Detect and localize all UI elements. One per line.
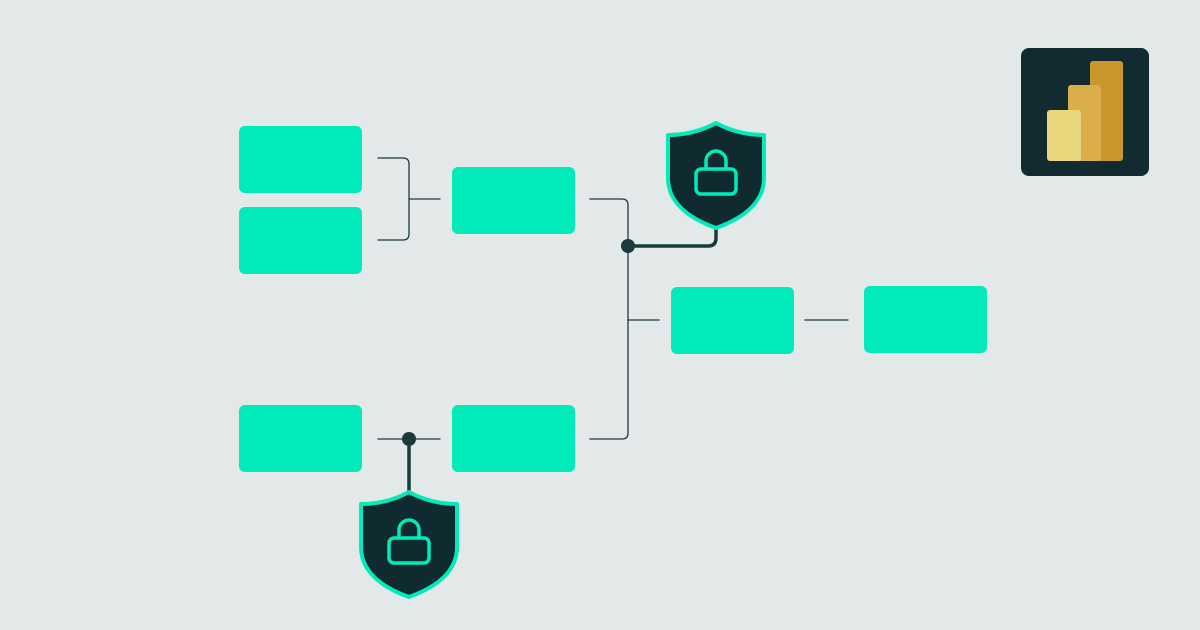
node-source-3 — [239, 405, 362, 472]
node-output — [864, 286, 987, 353]
nodes — [239, 126, 987, 472]
power-bi-logo — [1021, 48, 1149, 176]
shield-lock-icon — [666, 121, 766, 230]
node-merge-bottom — [452, 405, 575, 472]
edge-sources-bracket — [377, 157, 410, 241]
junction-dot-bottom — [402, 432, 416, 446]
node-source-1 — [239, 126, 362, 193]
shield-lock-icon — [359, 490, 459, 599]
node-source-2 — [239, 207, 362, 274]
security-link-top — [626, 224, 718, 248]
node-combined — [671, 287, 794, 354]
junction-dot-top — [621, 239, 635, 253]
node-merge-top — [452, 167, 575, 234]
edge-merge-top-to-trunk — [589, 198, 629, 440]
